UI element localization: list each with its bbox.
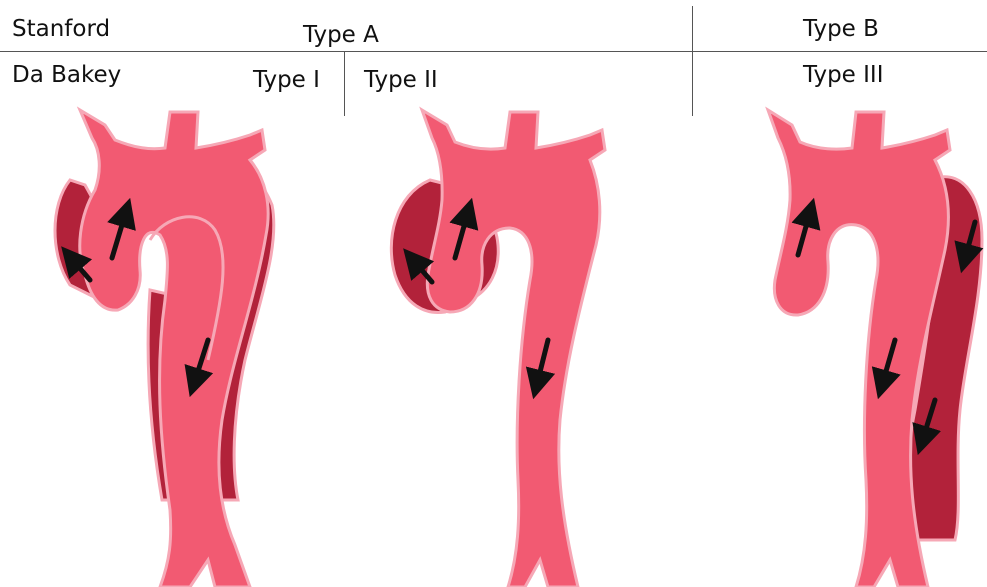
- true-lumen: [422, 110, 605, 587]
- type-ii-aorta: [391, 110, 605, 587]
- type-i-aorta: [55, 110, 274, 587]
- true-lumen: [80, 110, 268, 587]
- type-iii-aorta: [768, 110, 982, 587]
